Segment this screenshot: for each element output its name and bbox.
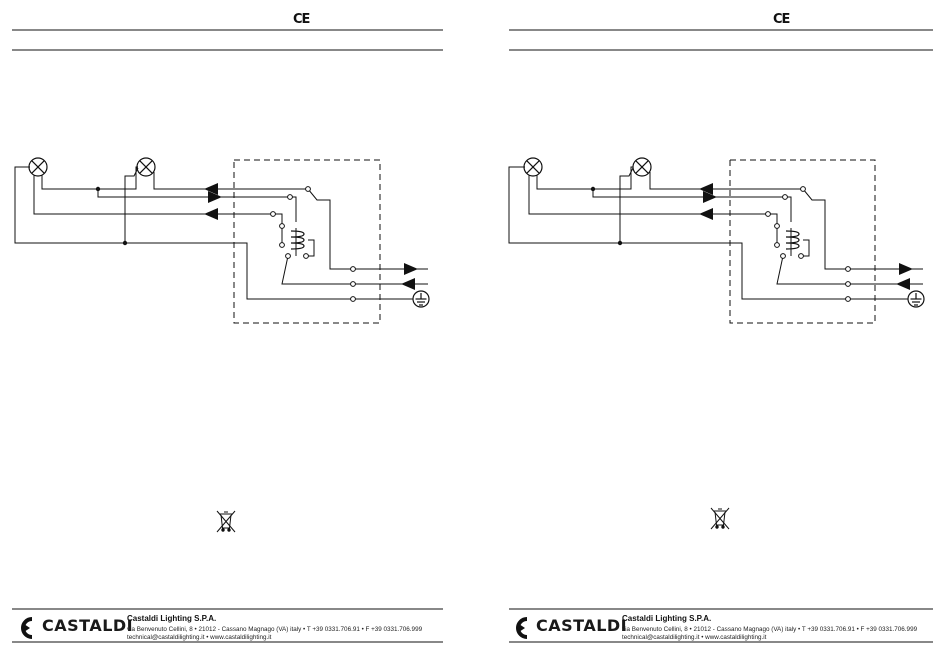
castaldi-logo-icon: [21, 617, 33, 639]
wiring-diagram: [12, 29, 443, 643]
lamp-icon: [28, 157, 48, 177]
company-contact: technical@castaldilighting.it • www.cast…: [622, 634, 767, 641]
company-address: via Benvenuto Cellini, 8 • 21012 - Cassa…: [127, 626, 423, 633]
ground-icon: [907, 290, 925, 308]
ce-mark: CE: [293, 12, 310, 27]
right-page: CE CASTALDI Castaldi Lighting S.P.A. via…: [475, 0, 950, 660]
lamp-icon: [136, 157, 156, 177]
wiring-diagram: [508, 29, 933, 643]
ce-mark: CE: [773, 12, 790, 27]
brand-wordmark: CASTALDI: [536, 616, 628, 635]
company-name: Castaldi Lighting S.P.A.: [622, 614, 712, 623]
lamp-icon: [632, 157, 652, 177]
ground-icon: [412, 290, 430, 308]
weee-bin-icon: [216, 510, 236, 533]
castaldi-logo-icon: [516, 617, 528, 639]
weee-bin-icon: [710, 507, 730, 530]
left-page: CE CASTALDI Castaldi Lighting S.P.A. via…: [12, 12, 443, 643]
brand-wordmark: CASTALDI: [42, 616, 134, 635]
lamp-icon: [523, 157, 543, 177]
company-address: via Benvenuto Cellini, 8 • 21012 - Cassa…: [622, 626, 918, 633]
company-contact: technical@castaldilighting.it • www.cast…: [127, 634, 272, 641]
company-name: Castaldi Lighting S.P.A.: [127, 614, 217, 623]
